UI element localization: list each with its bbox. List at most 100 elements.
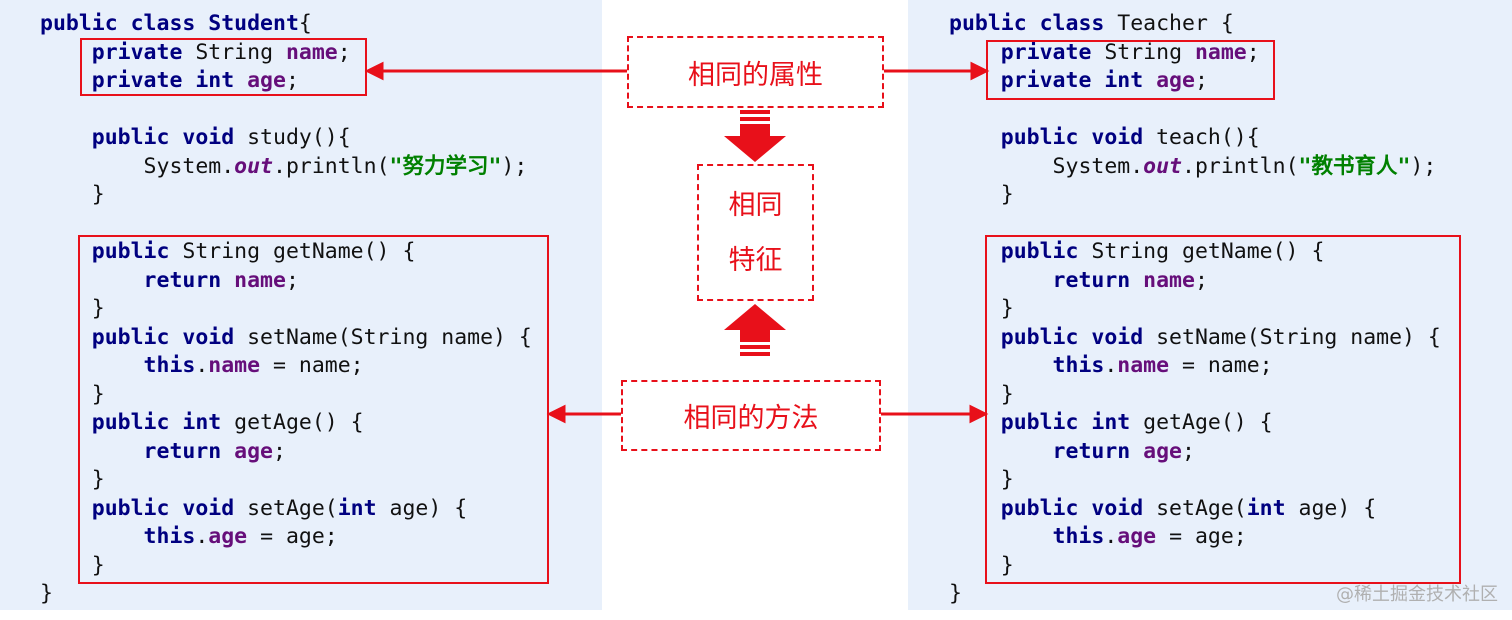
same-methods-label-box: 相同的方法 [621, 380, 881, 451]
same-attributes-label: 相同的属性 [688, 59, 823, 91]
code-line: public void setAge(int age) { [949, 495, 1441, 524]
code-token: setAge( [1156, 495, 1247, 521]
code-token: public [949, 239, 1092, 264]
student-attributes-box [80, 38, 367, 96]
code-token: public void [949, 125, 1157, 150]
code-token: this [40, 524, 196, 549]
code-token: = name; [260, 353, 364, 378]
code-token: private int [40, 68, 248, 93]
code-token: . [195, 353, 209, 378]
code-line: } [949, 466, 1441, 495]
code-token: age) { [389, 495, 468, 521]
code-token: ); [1410, 153, 1437, 179]
code-token: public class [949, 11, 1118, 36]
code-line: System.out.println("教书育人"); [949, 153, 1441, 182]
code-line: return age; [949, 438, 1441, 467]
code-token: name [208, 353, 261, 378]
arrow-head-attributes-student [364, 61, 384, 81]
code-line: public class Student{ [40, 10, 532, 39]
code-token: setName(String name) { [1156, 324, 1441, 350]
code-token: String getName() { [1091, 239, 1325, 264]
code-token: private int [949, 68, 1157, 93]
arrow-head-attributes-teacher [970, 61, 990, 81]
code-line: public void setName(String name) { [949, 324, 1441, 353]
code-line: public class Teacher { [949, 10, 1441, 39]
code-line: this.name = name; [40, 352, 532, 381]
code-token: private [40, 39, 196, 65]
code-token: age [1117, 524, 1157, 549]
code-line: } [949, 181, 1441, 210]
code-token: } [949, 381, 1014, 407]
arrow-head-methods-teacher [969, 404, 989, 424]
code-token: name [1143, 267, 1195, 293]
code-token: name [234, 267, 286, 293]
code-token: age [1143, 438, 1183, 464]
code-line: } [40, 580, 532, 609]
code-line: private String name; [40, 39, 532, 68]
code-token: ; [285, 68, 299, 93]
code-line: } [40, 552, 532, 581]
student-class-code: public class Student{ private String nam… [40, 10, 532, 609]
code-token: = name; [1169, 353, 1273, 378]
code-line: public void teach(){ [949, 124, 1441, 153]
code-token: public class [40, 11, 209, 36]
code-token: ; [1194, 68, 1208, 93]
code-token: out [1143, 153, 1183, 179]
code-token: . [1104, 524, 1118, 549]
code-token: Student [208, 11, 299, 36]
student-methods-box [78, 235, 549, 584]
code-token: } [949, 182, 1014, 207]
code-token: System. [40, 153, 235, 179]
code-token: } [949, 296, 1014, 321]
code-token: name [1117, 353, 1170, 378]
code-token: } [40, 581, 53, 606]
code-token: age) { [1298, 495, 1377, 521]
student-code-panel [0, 0, 602, 610]
code-token: } [40, 381, 105, 407]
code-line: return name; [949, 267, 1441, 296]
code-token: return [949, 438, 1144, 464]
code-token: System. [949, 153, 1144, 179]
code-line: } [949, 381, 1441, 410]
code-token: age [234, 438, 274, 464]
code-token: "努力学习" [389, 153, 502, 179]
same-features-line1: 相同 [728, 189, 783, 221]
code-token: setName(String name) { [247, 324, 532, 350]
code-line: } [949, 552, 1441, 581]
code-token: } [949, 581, 962, 606]
code-token: public int [949, 410, 1144, 435]
code-line: return name; [40, 267, 532, 296]
code-token: } [40, 296, 105, 321]
code-token: ; [285, 267, 299, 293]
code-token: } [40, 182, 105, 207]
code-token: return [949, 267, 1144, 293]
code-token: . [1104, 353, 1118, 378]
code-token: age [208, 524, 248, 549]
code-line: this.age = age; [949, 523, 1441, 552]
code-token: } [40, 467, 105, 492]
arrow-head-methods-student [546, 404, 566, 424]
code-line: } [40, 295, 532, 324]
code-token: String getName() { [182, 239, 416, 264]
code-line: this.age = age; [40, 523, 532, 552]
code-token: ; [1246, 39, 1260, 65]
code-token: teach(){ [1156, 125, 1260, 150]
code-line: public void setAge(int age) { [40, 495, 532, 524]
code-token: this [949, 353, 1105, 378]
code-line: public String getName() { [949, 238, 1441, 267]
code-line: private int age; [949, 67, 1441, 96]
code-line: } [949, 295, 1441, 324]
code-token: study(){ [247, 125, 351, 150]
code-line: public String getName() { [40, 238, 532, 267]
code-token: int [337, 495, 390, 521]
code-line: public int getAge() { [40, 409, 532, 438]
code-token: } [40, 552, 105, 578]
code-token: String [1104, 39, 1195, 65]
code-token: setAge( [247, 495, 338, 521]
watermark: @稀土掘金技术社区 [1336, 584, 1498, 605]
down-block-arrow [724, 110, 786, 162]
same-attributes-label-box: 相同的属性 [627, 36, 884, 108]
teacher-code-panel [908, 0, 1512, 610]
same-methods-label: 相同的方法 [683, 403, 819, 434]
